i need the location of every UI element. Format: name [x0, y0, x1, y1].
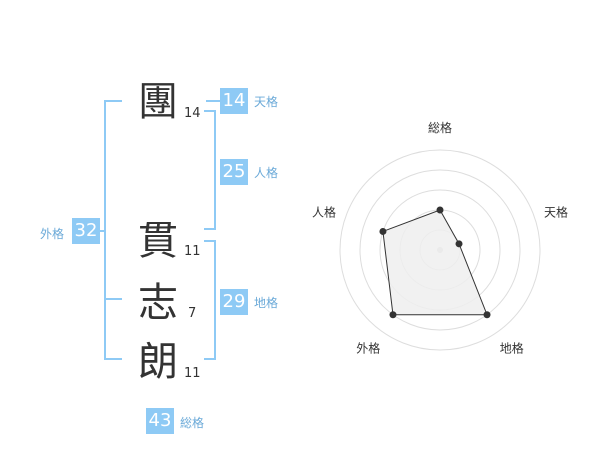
name-char-3: 志: [138, 280, 178, 326]
radar-axis-label-3: 地格: [500, 341, 524, 356]
gaikaku-bracket-bottom: [104, 358, 122, 360]
stroke-count-2: 11: [184, 244, 201, 259]
gaikaku-value: 32: [72, 218, 100, 244]
chikaku-bracket-top: [204, 240, 216, 242]
name-char-1: 團: [138, 79, 178, 125]
name-char-4: 朗: [138, 339, 178, 385]
stroke-count-1: 14: [184, 106, 201, 121]
chikaku-label: 地格: [254, 296, 279, 310]
radar-point-5: [379, 227, 387, 235]
radar-point-3: [483, 311, 491, 319]
radar-data-points: [379, 206, 491, 319]
jinkaku-bracket-top: [204, 110, 216, 112]
radar-axis-label-2: 天格: [544, 204, 568, 219]
radar-grid-ring: [339, 149, 541, 351]
gaikaku-bracket-mid: [104, 298, 122, 300]
tenkaku-label: 天格: [254, 95, 279, 109]
stroke-count-4: 11: [184, 366, 201, 381]
radar-axis-label-4: 外格: [356, 341, 380, 356]
radar-point-1: [436, 206, 444, 214]
jinkaku-value: 25: [220, 159, 248, 185]
radar-axis-label-5: 人格: [312, 204, 336, 219]
chikaku-value: 29: [220, 289, 248, 315]
name-char-2: 貫: [138, 218, 178, 264]
jinkaku-bracket-vertical: [214, 110, 216, 230]
tenkaku-connector: [206, 100, 220, 102]
radar-grid-ring: [359, 169, 521, 331]
radar-axis-label-1: 総格: [428, 120, 452, 135]
soukaku-label: 総格: [180, 416, 205, 430]
gaikaku-bracket-top: [104, 100, 122, 102]
gaikaku-connector: [100, 230, 106, 232]
tenkaku-value: 14: [220, 88, 248, 114]
radar-data-area: [382, 209, 488, 316]
chikaku-bracket-bottom: [204, 358, 216, 360]
gaikaku-label: 外格: [40, 227, 65, 241]
chikaku-bracket-vertical: [214, 240, 216, 360]
jinkaku-bracket-bottom: [204, 228, 216, 230]
stroke-count-3: 7: [188, 306, 197, 321]
soukaku-value: 43: [146, 408, 174, 434]
jinkaku-label: 人格: [254, 166, 279, 180]
radar-point-2: [455, 240, 463, 248]
radar-point-4: [389, 311, 397, 319]
